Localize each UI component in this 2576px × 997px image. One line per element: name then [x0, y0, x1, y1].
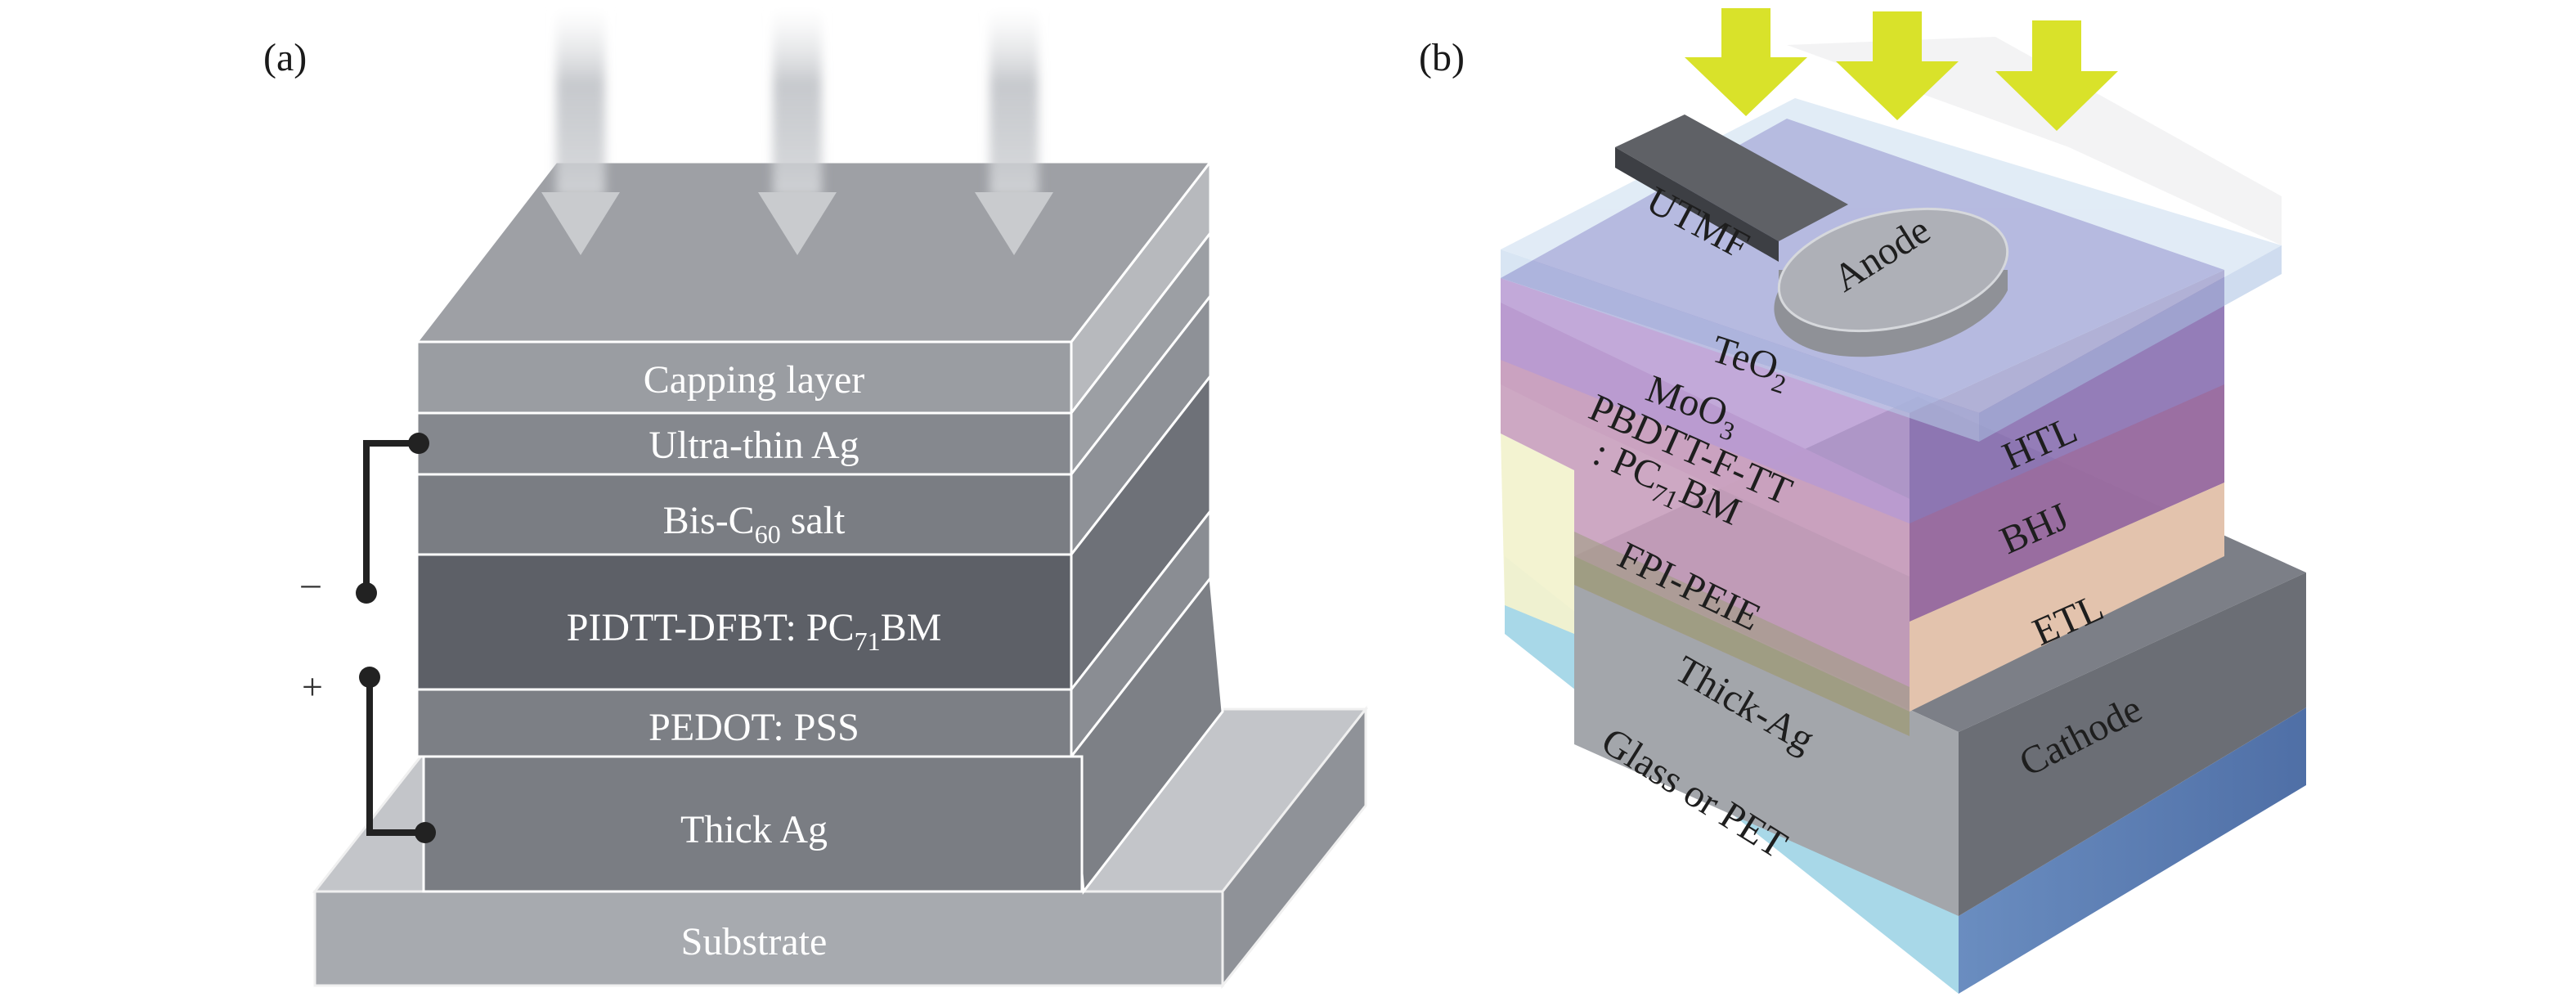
bis-c60-salt-label: Bis-C60 salt	[663, 499, 846, 549]
electrode-minus-dot	[356, 582, 377, 604]
minus-sign: –	[301, 562, 321, 604]
electrode-plus-dot	[359, 667, 380, 688]
anode-disc	[1774, 207, 2009, 357]
capping-layer-label: Capping layer	[644, 358, 865, 402]
substrate-label: Substrate	[681, 920, 828, 963]
panel-b-label: (b)	[1419, 36, 1465, 79]
panel-a-label: (a)	[263, 36, 307, 79]
thick-ag-label: Thick Ag	[680, 808, 828, 851]
panel-b: (b)	[1419, 8, 2306, 994]
yellow-arrow-1-icon	[1685, 8, 1807, 116]
stack-front-faces	[415, 340, 1084, 893]
active-layer-label: PIDTT-DFBT: PC71BM	[567, 606, 942, 656]
organic-front-faces	[1501, 303, 1910, 736]
panel-a: (a)	[263, 8, 1369, 990]
pedot-pss-label: PEDOT: PSS	[648, 706, 859, 749]
utmf-strip	[1615, 115, 1848, 262]
organic-right-faces	[1910, 270, 2224, 712]
electrode-bottom-dot	[415, 822, 436, 843]
yellow-arrow-3-icon	[1995, 20, 2118, 131]
plus-sign: +	[302, 666, 323, 707]
incident-light-arrows	[1685, 8, 2118, 131]
light-arrow-3-head	[975, 192, 1053, 255]
light-beams	[541, 8, 1053, 255]
electrode-wires	[363, 440, 425, 836]
ultra-thin-ag-label: Ultra-thin Ag	[648, 424, 859, 467]
electrode-top-dot	[408, 433, 429, 454]
light-arrow-2-head	[758, 192, 837, 255]
yellow-arrow-2-icon	[1836, 11, 1959, 120]
light-arrow-1-head	[541, 192, 620, 255]
